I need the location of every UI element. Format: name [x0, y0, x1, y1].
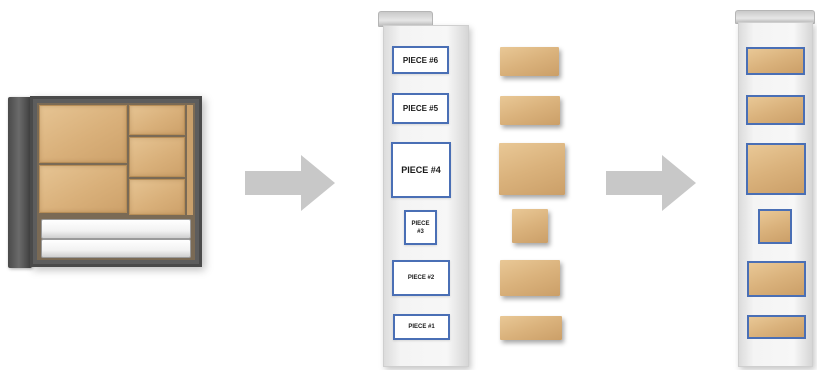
box-top-view	[30, 96, 202, 267]
carton-small-c	[129, 179, 185, 215]
piece-label-1: PIECE #1	[393, 314, 450, 340]
roll-lower	[41, 239, 191, 258]
piece-label-2-text: PIECE #2	[407, 275, 435, 281]
box-door-panel	[8, 97, 32, 268]
piece-carton-6	[500, 47, 559, 76]
piece-carton-3	[512, 209, 548, 243]
placed-carton-5	[746, 95, 805, 125]
right-arrow-icon	[245, 155, 335, 211]
placed-carton-3	[758, 209, 792, 244]
piece-carton-4	[499, 143, 565, 195]
piece-label-3: PIECE #3	[404, 210, 437, 245]
piece-label-3-text: PIECE #3	[411, 220, 430, 235]
placed-carton-2	[747, 261, 806, 297]
placed-carton-1	[747, 315, 806, 339]
placed-carton-6	[746, 47, 805, 75]
carton-small-b	[129, 137, 185, 177]
carton-large-bottom	[39, 165, 127, 213]
carton-small-a	[129, 105, 185, 135]
carton-large-top	[39, 105, 127, 163]
roll-upper	[41, 219, 191, 239]
right-arrow-icon	[606, 155, 696, 211]
piece-label-5: PIECE #5	[392, 93, 449, 124]
piece-label-4-text: PIECE #4	[401, 165, 441, 175]
piece-label-5-text: PIECE #5	[402, 104, 439, 113]
piece-label-1-text: PIECE #1	[408, 324, 435, 330]
placed-carton-4	[746, 143, 806, 195]
piece-label-6-text: PIECE #6	[402, 55, 439, 65]
piece-carton-5	[500, 96, 560, 125]
piece-carton-2	[500, 260, 560, 296]
piece-carton-1	[500, 316, 562, 340]
piece-label-6: PIECE #6	[392, 46, 449, 74]
piece-label-4: PIECE #4	[391, 142, 451, 198]
piece-label-2: PIECE #2	[392, 260, 450, 296]
box-interior	[37, 103, 195, 260]
carton-edge	[187, 105, 193, 215]
